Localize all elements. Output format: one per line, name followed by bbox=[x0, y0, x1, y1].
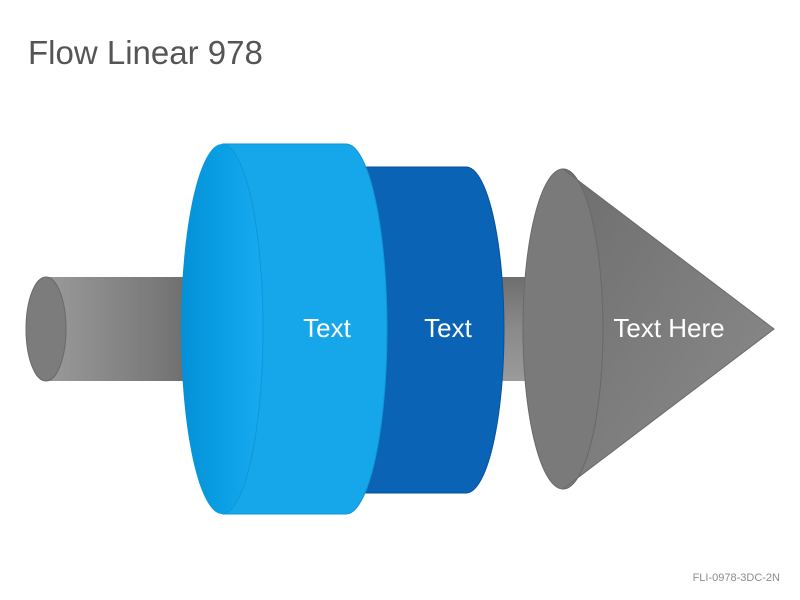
stage-1-cylinder bbox=[181, 143, 388, 515]
footer-code: FLI-0978-3DC-2N bbox=[692, 572, 780, 584]
page-title: Flow Linear 978 bbox=[28, 34, 263, 71]
stage-3-label: Text Here bbox=[613, 313, 724, 343]
stage-2-label: Text bbox=[424, 313, 472, 343]
stage-2-cylinder bbox=[362, 166, 505, 494]
stage-3-cone bbox=[522, 168, 775, 490]
stage-1-label: Text bbox=[303, 313, 351, 343]
